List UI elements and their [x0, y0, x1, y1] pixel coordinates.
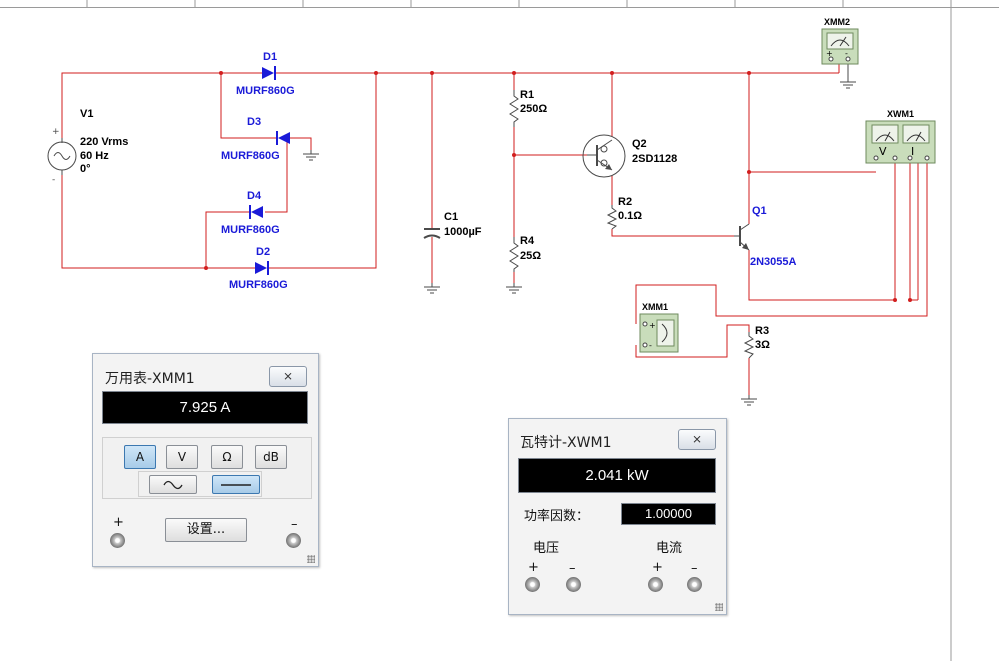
xmm2-ref: XMM2	[824, 17, 850, 27]
multimeter-xmm1-icon[interactable]: + - XMM1	[639, 302, 679, 353]
wattmeter-title: 瓦特计-XWM1	[520, 435, 612, 451]
resistor-r3[interactable]: R3 3Ω	[743, 325, 770, 359]
r4-value: 25Ω	[520, 250, 541, 262]
resistor-r1[interactable]: R1 250Ω	[509, 89, 547, 127]
v1-phase: 0°	[80, 163, 91, 175]
dc-mode-button[interactable]	[212, 475, 260, 494]
voltage-plus-terminal[interactable]	[525, 577, 540, 592]
multimeter-plus-terminal[interactable]	[110, 533, 125, 548]
xmm1-minus: -	[649, 341, 652, 350]
q1-model: 2N3055A	[750, 256, 797, 268]
resize-grip-icon[interactable]	[307, 555, 315, 563]
v1-frequency: 60 Hz	[80, 150, 109, 162]
diode-d4[interactable]: D4 MURF860G	[221, 190, 280, 236]
d1-model: MURF860G	[236, 85, 295, 97]
ac-source-v1[interactable]: + - V1 220 Vrms 60 Hz 0°	[47, 108, 128, 185]
transistor-q2[interactable]: Q2 2SD1128	[582, 134, 677, 178]
xmm2-minus: -	[845, 49, 848, 58]
wattmeter-close-button[interactable]: ⨯	[678, 429, 716, 450]
mode-ohm-button[interactable]: Ω	[211, 445, 243, 469]
diode-d1[interactable]: D1 MURF860G	[236, 51, 295, 97]
dc-line-icon	[221, 484, 251, 486]
multimeter-plus-label: +	[113, 515, 124, 530]
wires	[61, 64, 928, 395]
transistor-q1[interactable]: Q1 2N3055A	[734, 205, 797, 268]
plus-sign: +	[52, 127, 60, 137]
v1-ref: V1	[80, 108, 93, 120]
current-plus-label: +	[652, 560, 663, 575]
multimeter-close-button[interactable]: ⨯	[269, 366, 307, 387]
c1-ref: C1	[444, 211, 458, 223]
multimeter-minus-terminal[interactable]	[286, 533, 301, 548]
multimeter-minus-label: –	[291, 517, 298, 532]
multimeter-reading: 7.925 A	[102, 391, 308, 424]
capacitor-c1[interactable]: C1 1000µF	[423, 211, 482, 239]
d2-ref: D2	[256, 246, 270, 258]
diode-d3[interactable]: D3 MURF860G	[221, 116, 290, 162]
mode-ampere-button[interactable]: A	[124, 445, 156, 469]
r3-ref: R3	[755, 325, 769, 337]
minus-sign: -	[52, 175, 55, 185]
r2-value: 0.1Ω	[618, 210, 642, 222]
voltage-minus-terminal[interactable]	[566, 577, 581, 592]
mode-volt-button[interactable]: V	[166, 445, 198, 469]
multimeter-controls: A V Ω dB	[102, 437, 312, 499]
power-factor-value: 1.00000	[621, 503, 716, 525]
xwm1-i-label: I	[911, 145, 914, 158]
power-factor-label: 功率因数：	[524, 509, 590, 524]
junction-dots	[204, 71, 912, 302]
current-label: 电流	[656, 541, 683, 556]
xmm2-plus: +	[826, 49, 833, 58]
q2-ref: Q2	[632, 138, 647, 150]
multimeter-xmm2-icon[interactable]: + - XMM2	[821, 17, 859, 65]
current-minus-label: –	[691, 561, 698, 576]
ground-symbols	[303, 64, 856, 406]
voltage-label: 电压	[533, 541, 560, 556]
multimeter-title: 万用表-XMM1	[105, 371, 195, 387]
resize-grip-icon[interactable]	[715, 603, 723, 611]
mode-db-button[interactable]: dB	[255, 445, 287, 469]
wattmeter-xwm1-icon[interactable]: V I XWM1	[865, 109, 936, 164]
d2-model: MURF860G	[229, 279, 288, 291]
wattmeter-reading: 2.041 kW	[518, 458, 716, 493]
c1-value: 1000µF	[444, 226, 482, 238]
resistor-r4[interactable]: R4 25Ω	[509, 235, 541, 272]
current-minus-terminal[interactable]	[687, 577, 702, 592]
d3-ref: D3	[247, 116, 261, 128]
r1-ref: R1	[520, 89, 534, 101]
close-icon: ⨯	[691, 432, 703, 446]
waveform-group	[138, 471, 262, 497]
r4-ref: R4	[520, 235, 535, 247]
xwm1-v-label: V	[879, 145, 887, 158]
voltage-plus-label: +	[528, 560, 539, 575]
xmm1-ref: XMM1	[642, 302, 668, 312]
r3-value: 3Ω	[755, 339, 770, 351]
d4-model: MURF860G	[221, 224, 280, 236]
d3-model: MURF860G	[221, 150, 280, 162]
multimeter-panel[interactable]: 万用表-XMM1 ⨯ 7.925 A A V Ω dB + – 设置...	[92, 353, 319, 567]
q2-model: 2SD1128	[632, 153, 677, 165]
r2-ref: R2	[618, 196, 632, 208]
sine-wave-icon	[163, 480, 183, 490]
ac-mode-button[interactable]	[149, 475, 197, 494]
close-icon: ⨯	[282, 369, 294, 383]
d1-ref: D1	[263, 51, 277, 63]
d4-ref: D4	[247, 190, 262, 202]
diode-d2[interactable]: D2 MURF860G	[229, 246, 288, 291]
wattmeter-panel[interactable]: 瓦特计-XWM1 ⨯ 2.041 kW 功率因数： 1.00000 电压 电流 …	[508, 418, 727, 615]
xwm1-ref: XWM1	[887, 109, 914, 119]
r1-value: 250Ω	[520, 103, 547, 115]
xmm1-plus: +	[649, 321, 656, 330]
voltage-minus-label: –	[569, 561, 576, 576]
v1-voltage: 220 Vrms	[80, 136, 128, 148]
settings-button[interactable]: 设置...	[165, 518, 247, 542]
resistor-r2[interactable]: R2 0.1Ω	[606, 196, 642, 230]
q1-ref: Q1	[752, 205, 767, 217]
current-plus-terminal[interactable]	[648, 577, 663, 592]
